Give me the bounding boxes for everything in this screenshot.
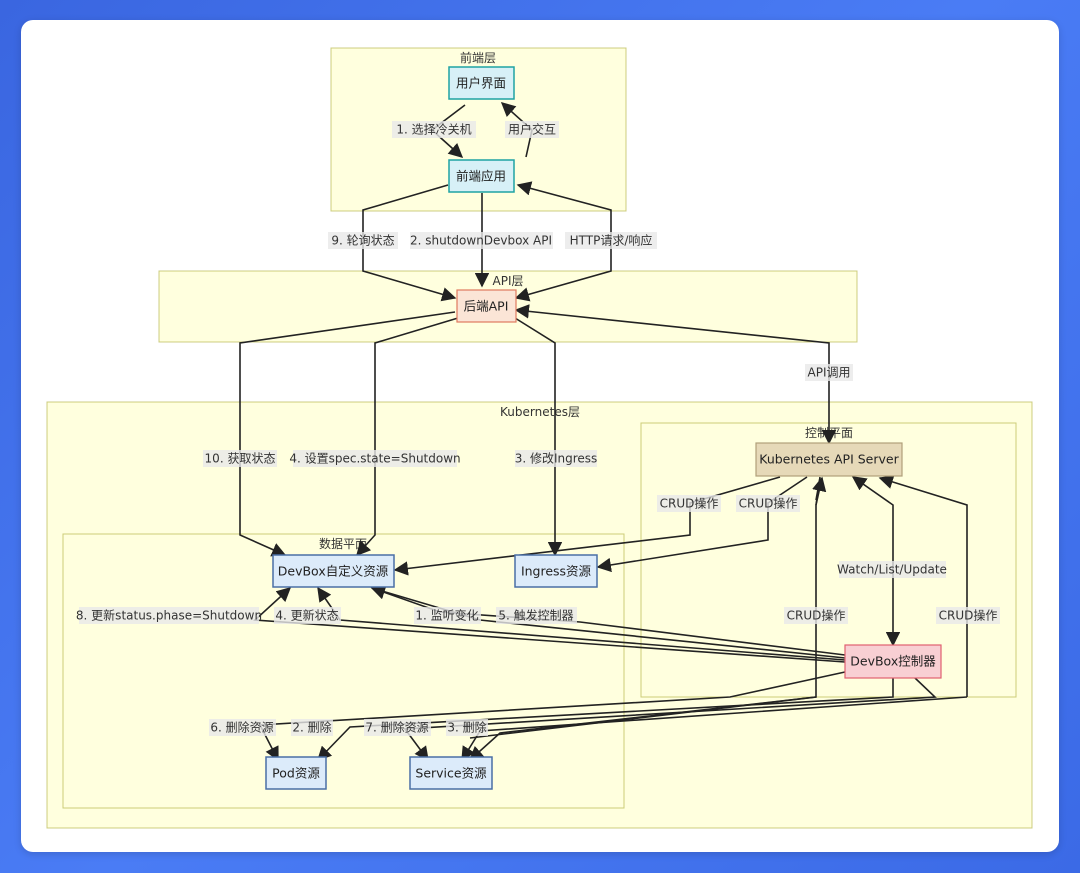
node-label-pod: Pod资源 xyxy=(272,766,320,781)
label-api-call: API调用 xyxy=(808,366,851,380)
node-label-backend-api: 后端API xyxy=(464,299,509,314)
label-delete-2: 2. 删除 xyxy=(292,720,331,735)
label-update-status: 4. 更新状态 xyxy=(275,608,338,623)
label-watch: Watch/List/Update xyxy=(837,563,947,577)
edge-labels: 1. 选择冷关机 用户交互 9. 轮询状态 2. shutdownDevbox … xyxy=(76,121,1000,736)
node-k8s-api-server[interactable]: Kubernetes API Server xyxy=(755,442,903,477)
label-modify-ingress: 3. 修改Ingress xyxy=(515,451,598,466)
edge-delete-extra xyxy=(468,696,817,761)
group-title-data-plane: 数据平面 xyxy=(319,536,367,551)
node-label-service: Service资源 xyxy=(415,766,487,781)
node-frontend-app[interactable]: 前端应用 xyxy=(448,159,515,193)
edge-crud-devbox xyxy=(393,476,781,576)
edge-crud-service xyxy=(878,474,968,697)
edge-set-spec xyxy=(356,317,459,557)
edge-delete-res-6 xyxy=(258,671,846,762)
node-ingress[interactable]: Ingress资源 xyxy=(514,554,598,588)
label-watch-change: 1. 监听变化 xyxy=(415,608,478,623)
edge-watch xyxy=(851,476,901,647)
edge-crud-up-arrow xyxy=(812,476,827,506)
group-title-kubernetes: Kubernetes层 xyxy=(500,405,580,419)
node-label-user-interface: 用户界面 xyxy=(456,76,506,91)
label-http: HTTP请求/响应 xyxy=(570,233,653,248)
edge-delete-2 xyxy=(316,678,894,762)
node-devbox-crd[interactable]: DevBox自定义资源 xyxy=(272,554,395,588)
label-set-spec: 4. 设置spec.state=Shutdown xyxy=(289,452,460,466)
node-label-ingress: Ingress资源 xyxy=(521,564,592,579)
label-crud-1: CRUD操作 xyxy=(660,496,719,511)
node-label-k8s-api-server: Kubernetes API Server xyxy=(759,452,899,467)
label-update-phase: 8. 更新status.phase=Shutdown xyxy=(76,608,262,623)
label-delete-res-7: 7. 删除资源 xyxy=(365,720,428,735)
node-devbox-controller[interactable]: DevBox控制器 xyxy=(844,644,942,679)
label-trigger-controller: 5. 触发控制器 xyxy=(498,608,573,623)
group-title-frontend: 前端层 xyxy=(460,50,496,65)
edge-modify-ingress xyxy=(514,317,563,557)
label-user-interaction: 用户交互 xyxy=(508,122,556,137)
node-pod[interactable]: Pod资源 xyxy=(265,756,327,790)
label-shutdown-api: 2. shutdownDevbox API xyxy=(410,234,552,248)
node-label-devbox-controller: DevBox控制器 xyxy=(850,654,936,669)
group-title-api: API层 xyxy=(493,274,524,288)
edge-get-status xyxy=(239,311,456,557)
label-select-shutdown: 1. 选择冷关机 xyxy=(396,123,471,137)
label-get-status: 10. 获取状态 xyxy=(205,452,276,466)
edge-api-call xyxy=(514,304,837,445)
edge-crud-ingress xyxy=(596,476,808,573)
node-label-devbox-crd: DevBox自定义资源 xyxy=(278,564,389,579)
label-crud-4: CRUD操作 xyxy=(939,608,998,623)
label-crud-3: CRUD操作 xyxy=(787,608,846,623)
node-user-interface[interactable]: 用户界面 xyxy=(448,66,515,100)
label-poll-status: 9. 轮询状态 xyxy=(331,234,394,248)
label-delete-res-6: 6. 删除资源 xyxy=(210,720,273,735)
label-delete-3: 3. 删除 xyxy=(447,720,486,735)
node-service[interactable]: Service资源 xyxy=(409,756,493,790)
label-crud-2: CRUD操作 xyxy=(739,496,798,511)
node-label-frontend-app: 前端应用 xyxy=(456,169,506,184)
node-backend-api[interactable]: 后端API xyxy=(456,289,517,323)
